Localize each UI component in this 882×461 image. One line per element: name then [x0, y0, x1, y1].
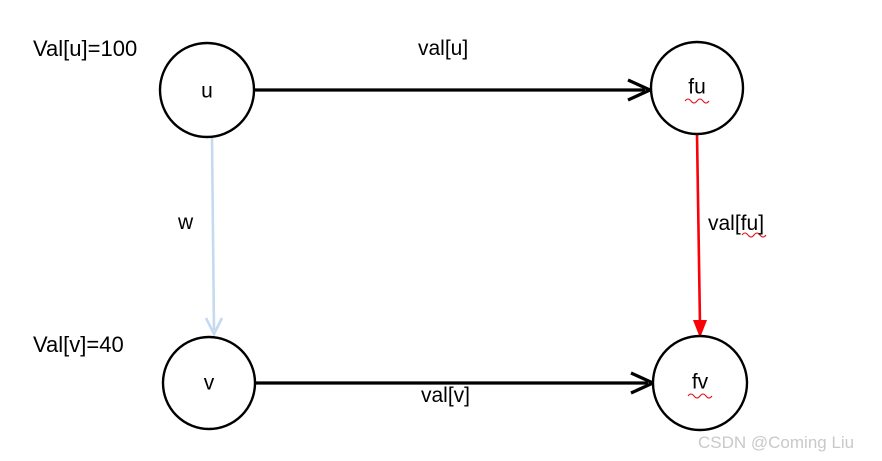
edge-label-val-fu-spellcheck-underline: [741, 232, 767, 238]
edge-u-to-v-line: [210, 136, 216, 331]
edge-fu-to-fv-line: [695, 133, 702, 326]
edge-fu-to-fv-arrowhead: [693, 320, 707, 338]
edge-label-w: w: [178, 211, 194, 234]
edge-u-to-v: [204, 136, 224, 337]
annotation-val-u: Val[u]=100: [33, 36, 138, 61]
node-u-circle[interactable]: [158, 41, 256, 139]
node-fv-label: fv: [692, 371, 709, 394]
annotation-val-v: Val[v]=40: [33, 332, 124, 357]
node-u[interactable]: u: [158, 41, 256, 139]
node-u-label: u: [201, 80, 213, 103]
edge-label-val-fu: val[fu]: [708, 212, 765, 235]
edge-label-val-v: val[v]: [421, 384, 471, 407]
node-v[interactable]: v: [161, 335, 257, 431]
node-fv-circle[interactable]: [651, 334, 749, 432]
edge-u-to-fu: [254, 78, 654, 102]
node-fv[interactable]: fv: [651, 334, 749, 432]
node-fu[interactable]: fu: [649, 40, 745, 136]
node-v-label: v: [204, 372, 215, 395]
node-fu-circle[interactable]: [649, 40, 745, 136]
edge-fu-to-fv: [693, 133, 707, 338]
node-fu-label: fu: [688, 76, 706, 99]
node-v-circle[interactable]: [161, 335, 257, 431]
node-fu-spellcheck-underline: [684, 98, 710, 104]
edge-u-to-v-arrowhead: [204, 317, 224, 337]
watermark: CSDN @Coming Liu: [698, 433, 855, 452]
node-fv-spellcheck-underline: [687, 393, 713, 399]
edge-label-val-u: val[u]: [418, 37, 469, 60]
